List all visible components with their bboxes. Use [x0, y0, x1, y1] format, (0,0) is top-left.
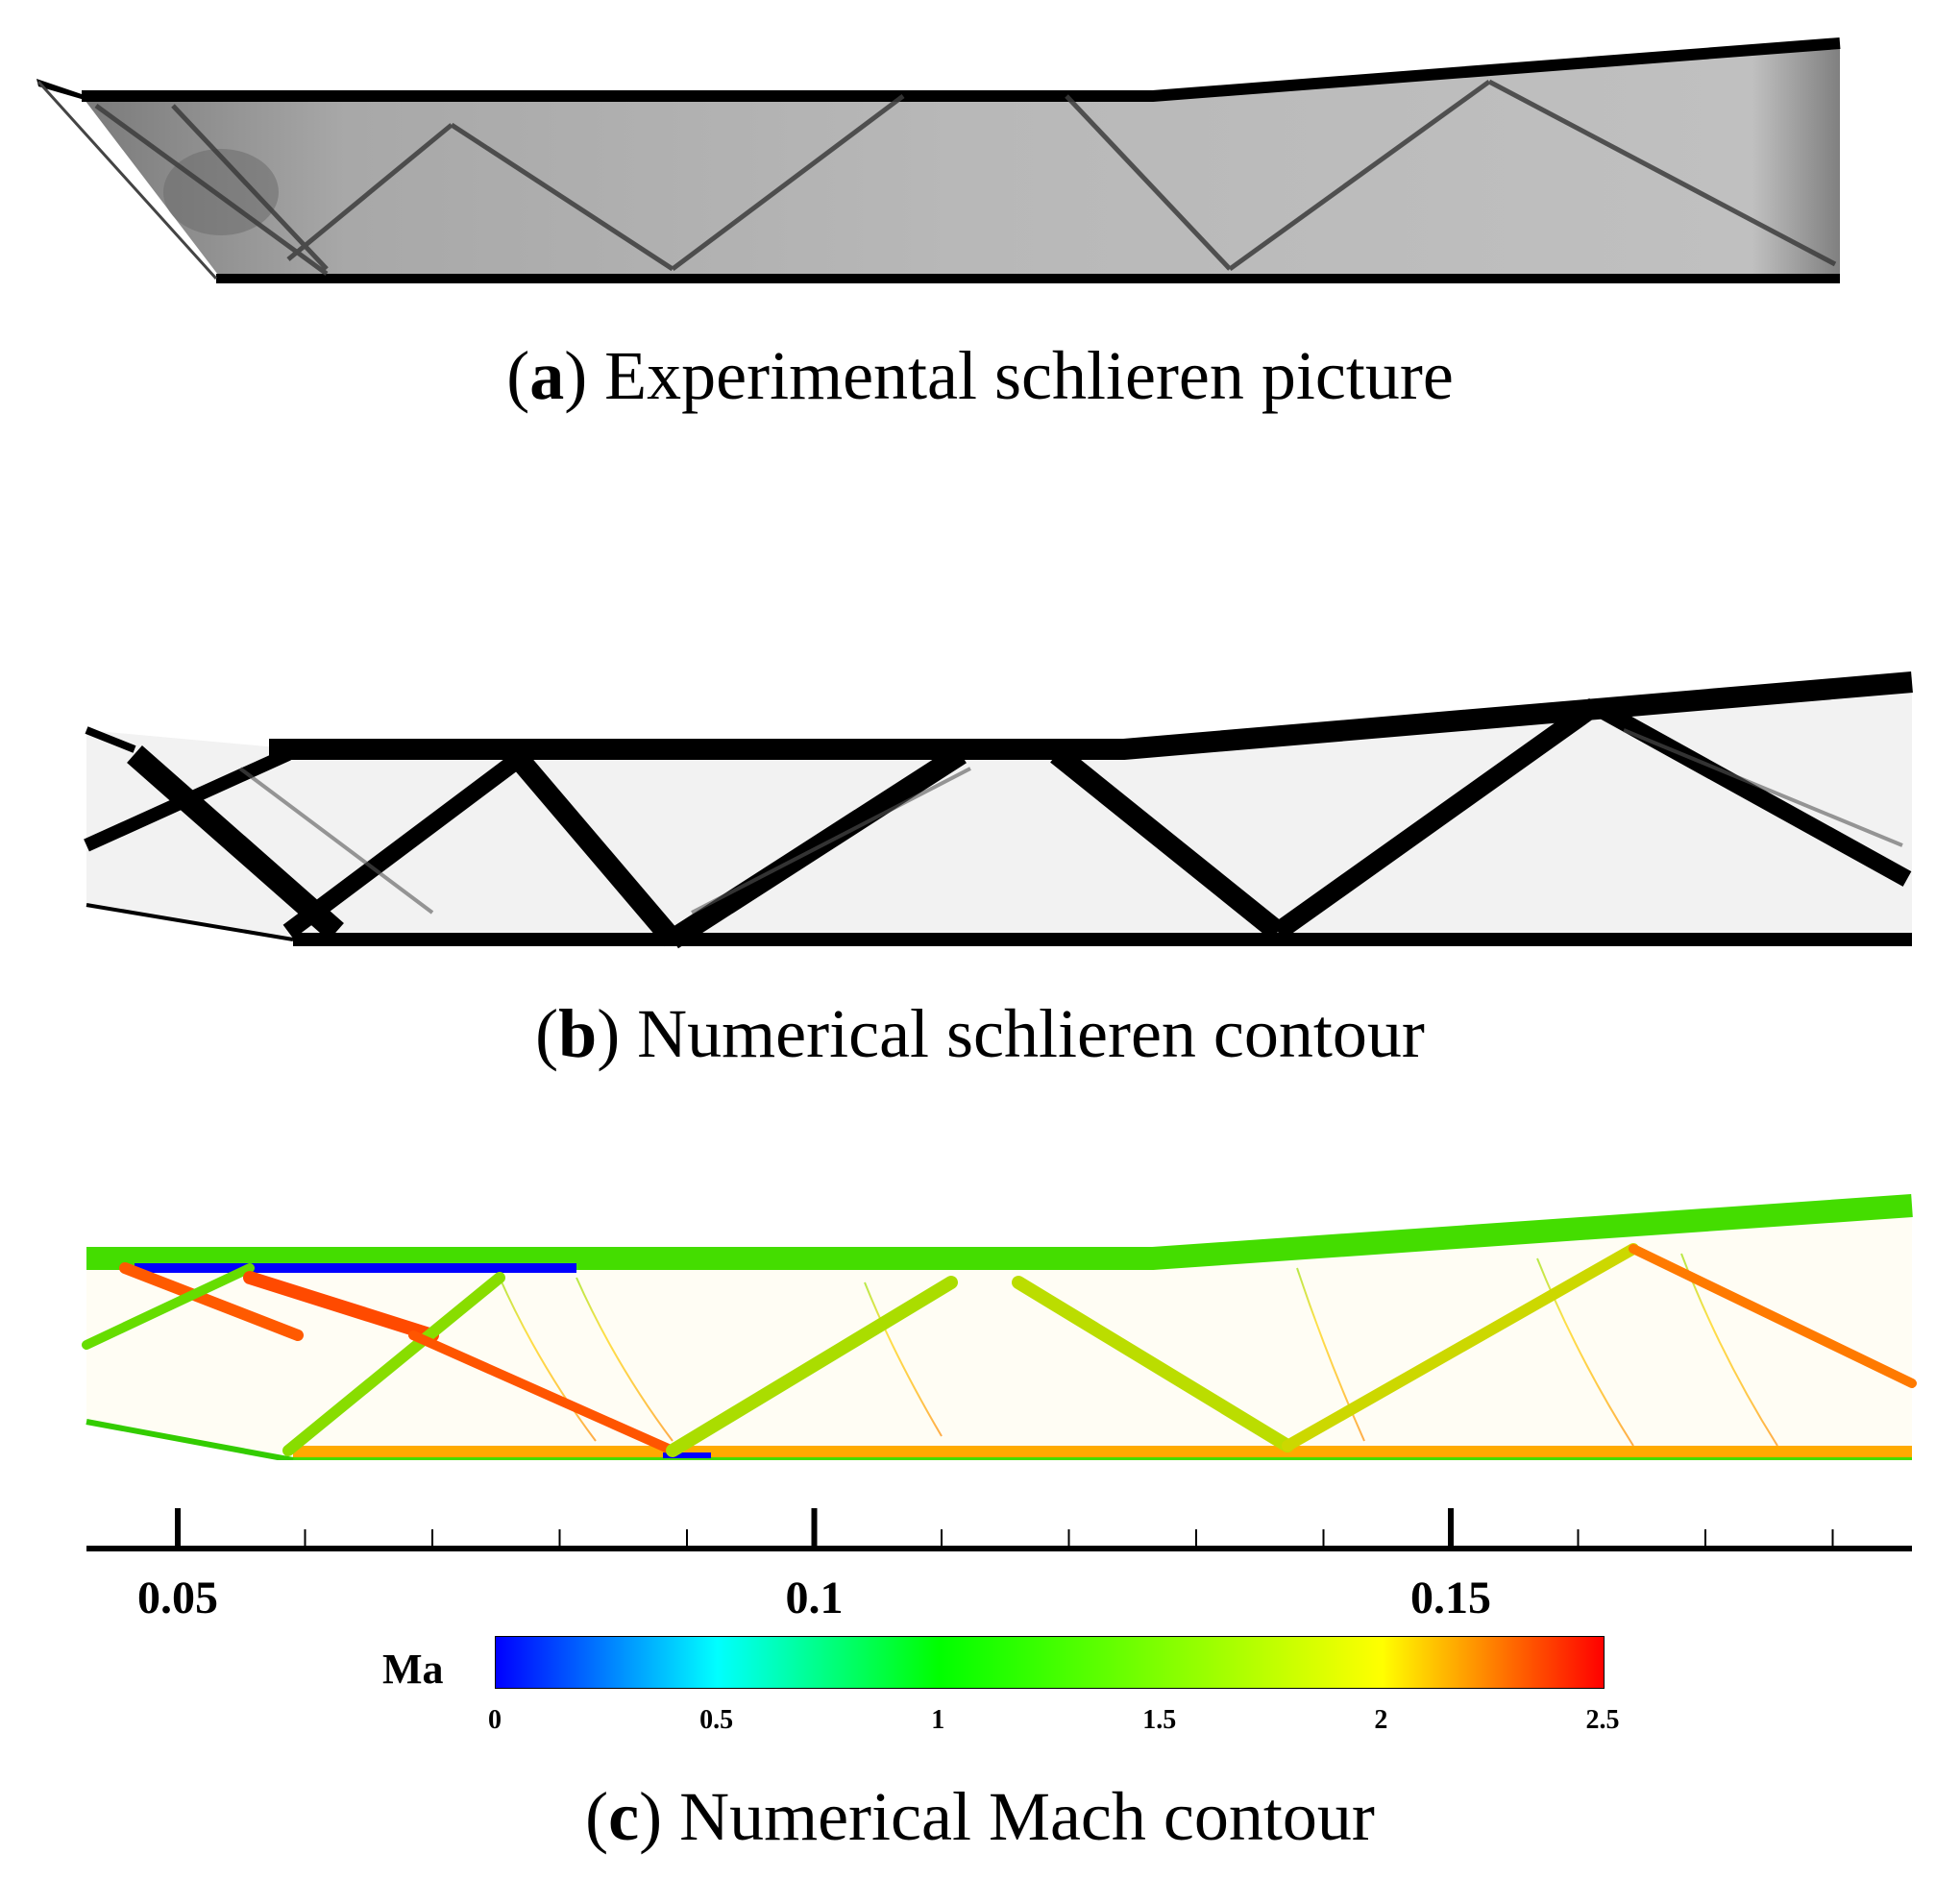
mach-contour-image — [82, 1194, 1917, 1460]
caption-c: (c) Numerical Mach contour — [585, 1778, 1375, 1855]
x-axis-tick-label: 0.05 — [137, 1573, 218, 1623]
experimental-schlieren-image — [37, 37, 1841, 283]
colorbar — [495, 1636, 1605, 1689]
colorbar-tick-label: 1.5 — [1142, 1705, 1177, 1735]
caption-a-letter: a — [529, 337, 565, 414]
x-axis-tick-label: 0.15 — [1410, 1573, 1491, 1623]
colorbar-tick-label: 0 — [488, 1705, 502, 1735]
caption-a-text: Experimental schlieren picture — [604, 337, 1454, 414]
colorbar-tick-label: 1 — [931, 1705, 945, 1735]
x-axis-tick-label: 0.1 — [785, 1573, 844, 1623]
caption-c-letter: c — [608, 1778, 640, 1855]
caption-b-text: Numerical schlieren contour — [637, 995, 1425, 1072]
caption-a: (a) Experimental schlieren picture — [506, 337, 1454, 414]
caption-b-letter: b — [558, 995, 598, 1072]
colorbar-tick-label: 0.5 — [699, 1705, 734, 1735]
x-axis — [86, 1508, 1912, 1551]
caption-b: (b) Numerical schlieren contour — [535, 995, 1425, 1072]
numerical-schlieren-image — [84, 671, 1913, 949]
colorbar-tick-label: 2 — [1374, 1705, 1388, 1735]
colorbar-tick-label: 2.5 — [1585, 1705, 1620, 1735]
colorbar-title: Ma — [382, 1646, 444, 1693]
x-axis-ticks — [175, 1508, 1834, 1549]
caption-c-text: Numerical Mach contour — [679, 1778, 1375, 1855]
